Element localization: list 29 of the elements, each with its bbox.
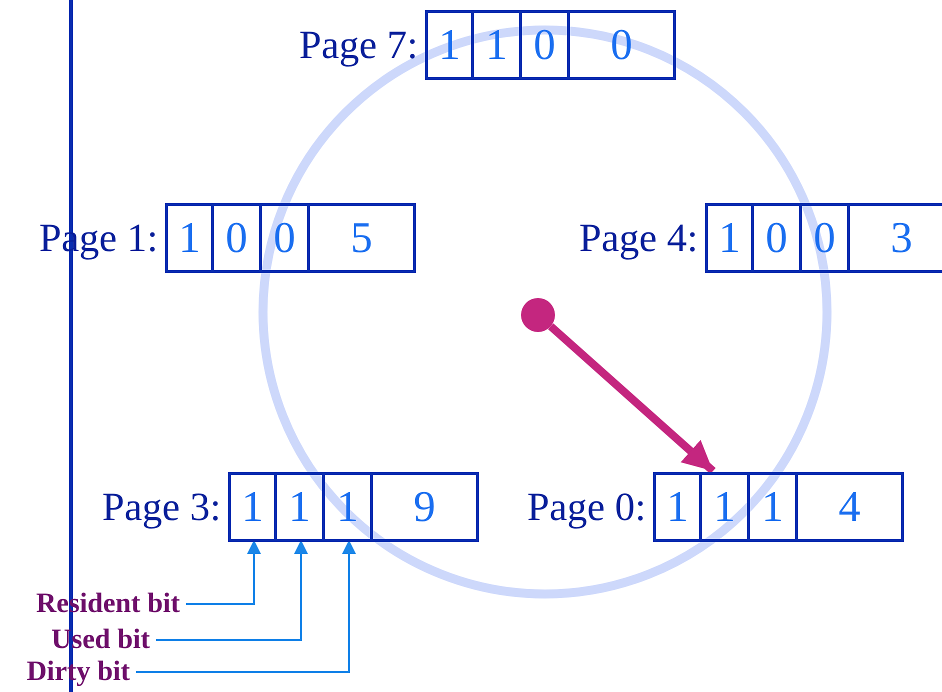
leader-line	[156, 540, 308, 641]
page-label: Page 4:	[579, 214, 698, 262]
leader-line	[136, 540, 356, 673]
bit-cell: 1	[277, 475, 325, 539]
bit-cell: 1	[750, 475, 798, 539]
bit-cell: 1	[656, 475, 702, 539]
bit-cell: 0	[522, 13, 570, 77]
bit-cell: 1	[708, 206, 754, 270]
bit-cell: 1	[428, 13, 474, 77]
bit-cell: 1	[702, 475, 750, 539]
page-label: Page 0:	[527, 483, 646, 531]
bit-cell: 9	[373, 475, 476, 539]
bit-cell: 4	[798, 475, 901, 539]
bit-cell: 1	[325, 475, 373, 539]
bit-cell: 0	[262, 206, 310, 270]
bit-cell: 0	[570, 13, 673, 77]
page-label: Page 7:	[299, 21, 418, 69]
bit-cell: 0	[802, 206, 850, 270]
bit-cell: 1	[231, 475, 277, 539]
clock-hand-arrow	[548, 323, 716, 474]
clock-hand-pivot	[521, 298, 555, 332]
page-label: Page 3:	[102, 483, 221, 531]
bit-cell: 0	[214, 206, 262, 270]
bit-cell: 5	[310, 206, 413, 270]
bit-cell: 1	[168, 206, 214, 270]
bit-cell: 1	[474, 13, 522, 77]
bit-cell: 0	[754, 206, 802, 270]
bit-cell: 3	[850, 206, 942, 270]
leader-line	[186, 540, 261, 605]
